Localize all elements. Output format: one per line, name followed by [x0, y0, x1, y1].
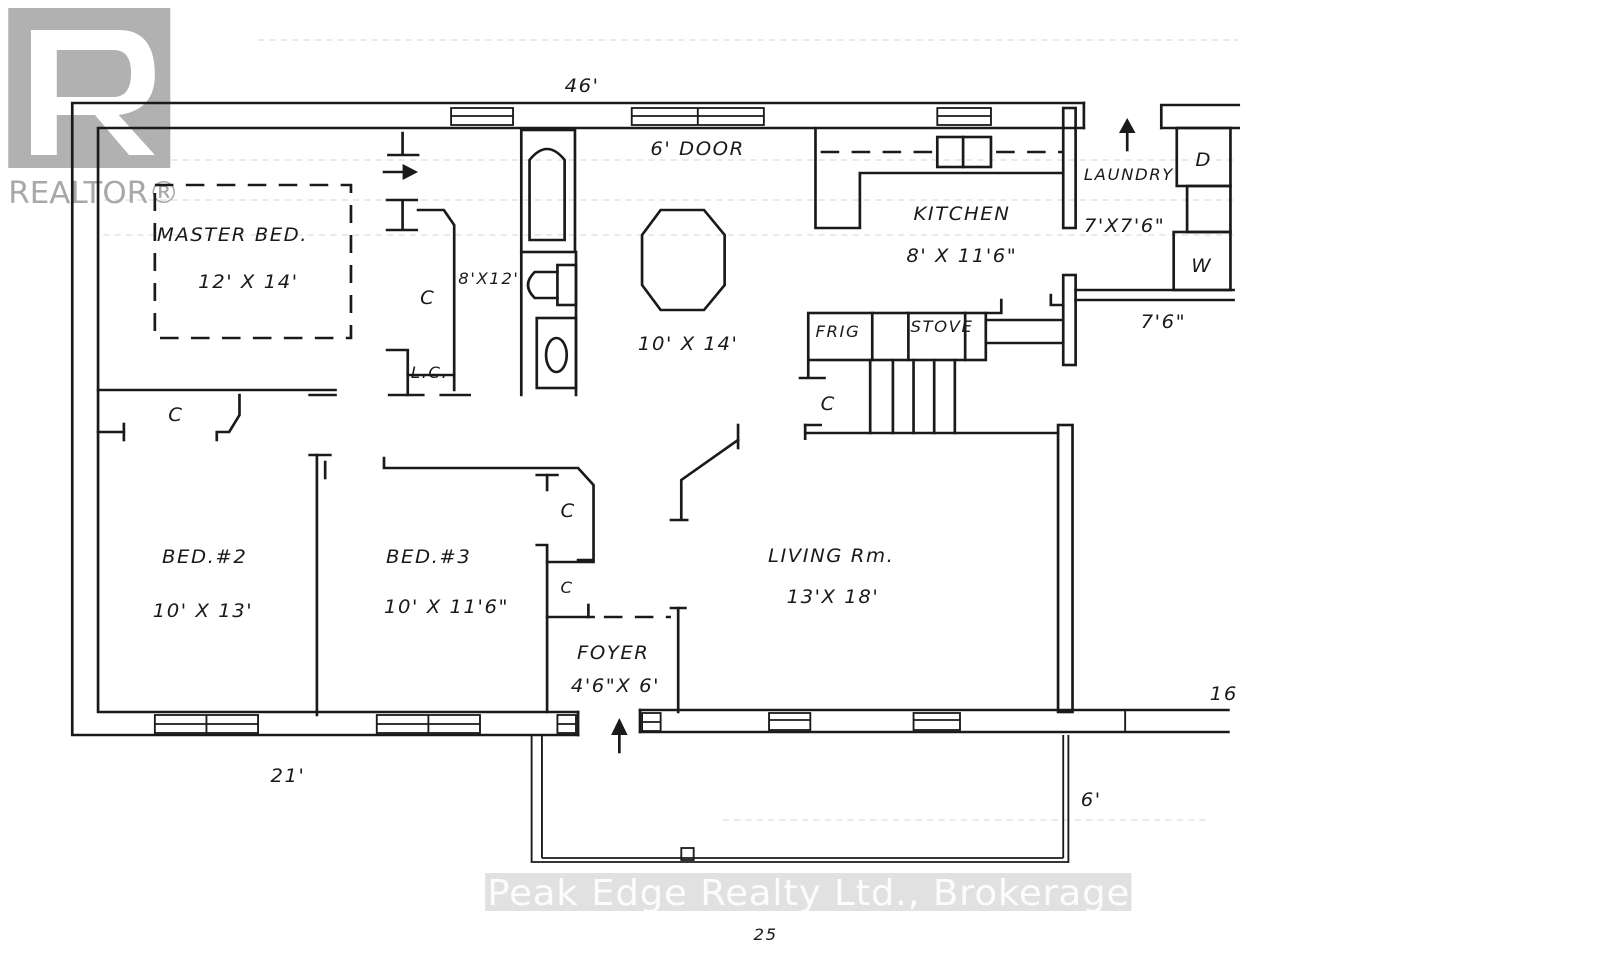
- closet-label: C: [821, 392, 836, 415]
- bathroom-fixtures: [519, 128, 578, 397]
- porch: [530, 735, 1070, 863]
- dryer-label: D: [1195, 148, 1212, 171]
- bed3-label: BED.#3: [386, 545, 471, 568]
- master-bed-outline: [153, 183, 353, 340]
- svg-text:Peak Edge Realty Ltd., Brokera: Peak Edge Realty Ltd., Brokerage: [487, 872, 1129, 914]
- page-number: 25: [754, 925, 778, 944]
- interior-walls: [96, 131, 1074, 717]
- bed2-label: BED.#2: [162, 545, 247, 568]
- foyer-label: FOYER: [577, 641, 649, 664]
- kitchen-label: KITCHEN: [914, 202, 1011, 225]
- dimension-right: 16: [1210, 682, 1238, 705]
- closet-label: C: [420, 286, 435, 309]
- realtor-logo: REALTOR®: [8, 8, 179, 211]
- laundry-label: LAUNDRY: [1084, 165, 1174, 184]
- linen-closet-label: L.C.: [411, 363, 448, 382]
- frig-stove-counter: [806, 311, 988, 362]
- toilet: [526, 270, 559, 300]
- frig-label: FRIG: [815, 322, 860, 341]
- bathtub: [519, 128, 577, 254]
- svg-text:REALTOR®: REALTOR®: [8, 176, 179, 210]
- kitchen-size: 8' X 11'6": [906, 244, 1017, 267]
- foyer-size: 4'6"X 6': [571, 674, 660, 697]
- washer: [1172, 230, 1232, 292]
- brokerage-watermark: Peak Edge Realty Ltd., Brokerage: [485, 872, 1132, 914]
- bed3-size: 10' X 11'6": [384, 595, 509, 618]
- entry-arrow-icon: [611, 718, 628, 754]
- dimension-porch: 6': [1081, 788, 1102, 811]
- washer-label: W: [1191, 254, 1212, 277]
- living-room-label: LIVING Rm.: [768, 544, 894, 567]
- bed2-size: 10' X 13': [153, 599, 253, 622]
- closet-label: C: [561, 578, 574, 597]
- stove-label: STOVE: [910, 317, 973, 336]
- living-room-size: 13'X 18': [787, 585, 880, 608]
- stairs: [868, 358, 957, 435]
- laundry-room: [1061, 126, 1235, 367]
- closet-label: C: [168, 403, 183, 426]
- sink: [535, 316, 578, 390]
- dining-size: 10' X 14': [638, 332, 738, 355]
- arrow-icon: [382, 164, 419, 180]
- octagon-table: [640, 208, 726, 312]
- dimension-bottom: 21': [270, 764, 305, 787]
- bath-size: 8'X12': [458, 269, 519, 288]
- closet-label: C: [561, 499, 576, 522]
- kitchen-counters: [806, 106, 1077, 362]
- laundry-exterior-dimension: 7'6": [1141, 310, 1187, 333]
- windows: [153, 107, 1127, 734]
- master-bed-label: MASTER BED.: [157, 223, 308, 246]
- laundry-size: 7'X7'6": [1084, 214, 1165, 237]
- dining-door-label: 6' DOOR: [650, 137, 744, 160]
- background-grid: [103, 39, 1239, 821]
- master-bed-size: 12' X 14': [198, 270, 298, 293]
- arrow-up-icon: [1118, 118, 1136, 152]
- dimension-top: 46': [565, 74, 600, 97]
